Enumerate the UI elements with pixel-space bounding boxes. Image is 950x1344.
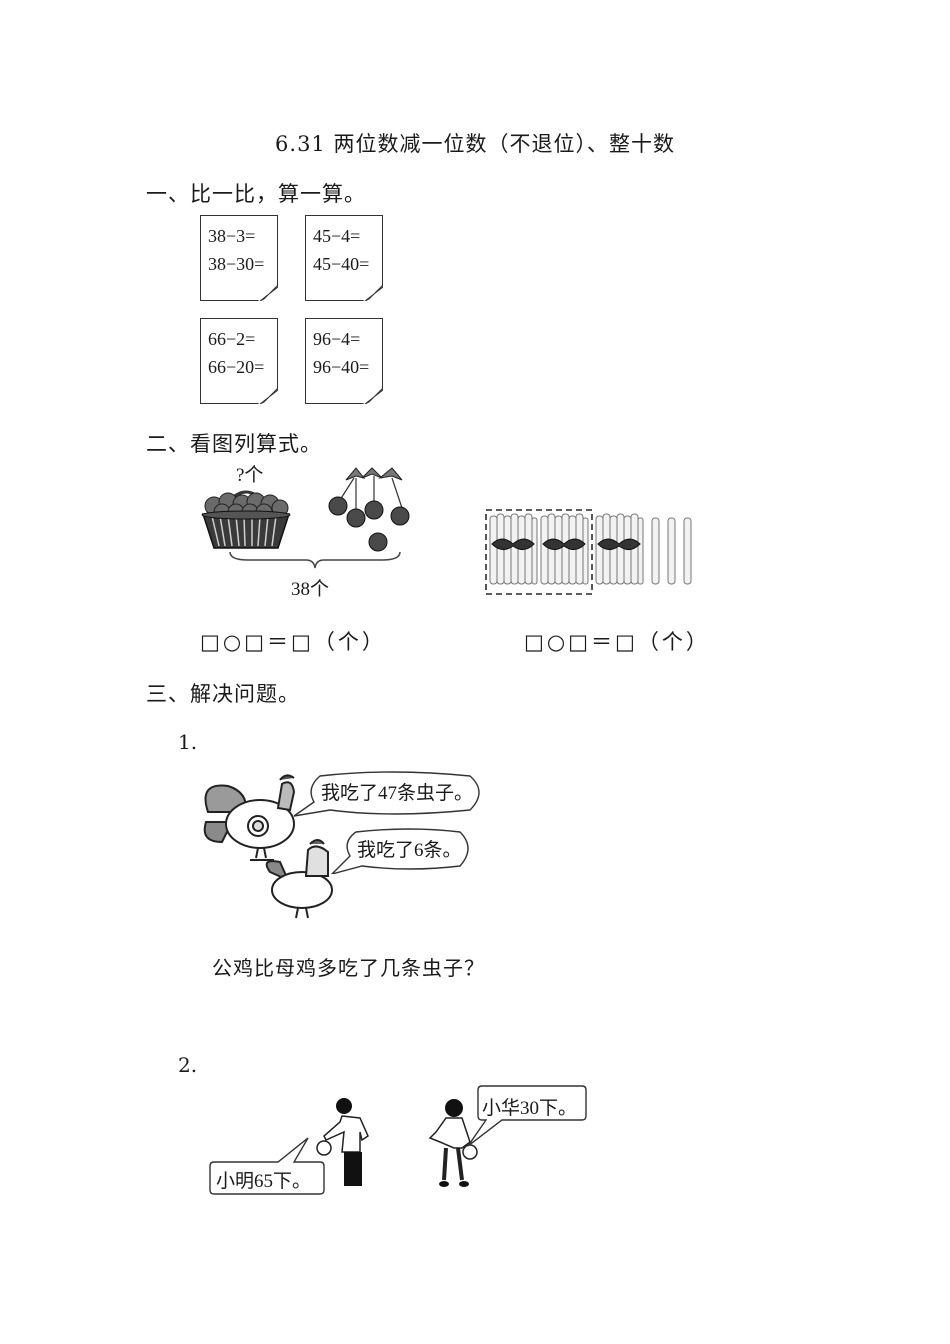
card-line: 96−4= bbox=[313, 329, 361, 349]
answer-formula-left[interactable]: □○□＝□（个） bbox=[200, 630, 386, 654]
hen-speech-text: 我吃了6条。 bbox=[357, 840, 462, 861]
equation-card-1: 38−3= 38−30= bbox=[200, 215, 278, 301]
rooster-and-hen-icon bbox=[203, 774, 333, 919]
answer-formula-right[interactable]: □○□＝□（个） bbox=[524, 630, 710, 654]
girl-speech-text: 小华30下。 bbox=[482, 1098, 578, 1119]
speech-bubble-rooster bbox=[293, 771, 480, 817]
card-line: 96−40= bbox=[313, 357, 370, 377]
problem-1-number: 1. bbox=[178, 730, 198, 754]
card-line: 45−40= bbox=[313, 254, 370, 274]
speech-bubble-hen bbox=[331, 828, 469, 874]
equation-card-2: 45−4= 45−40= bbox=[305, 215, 383, 301]
rooster-speech-text: 我吃了47条虫子。 bbox=[321, 783, 474, 804]
speech-bubble-girl bbox=[467, 1085, 587, 1147]
equation-card-4: 96−4= 96−40= bbox=[305, 318, 383, 404]
page-title: 6.31 两位数减一位数（不退位）、整十数 bbox=[275, 132, 675, 156]
card-line: 66−2= bbox=[208, 329, 256, 349]
total-count-label: 38个 bbox=[291, 579, 330, 600]
card-line: 45−4= bbox=[313, 226, 361, 246]
section2-heading: 二、看图列算式。 bbox=[146, 432, 322, 456]
page-curl-icon bbox=[258, 388, 278, 404]
loose-fruits-icon bbox=[328, 467, 410, 552]
boy-speech-text: 小明65下。 bbox=[216, 1171, 312, 1192]
boy-bouncing-ball-icon bbox=[316, 1098, 369, 1186]
equation-card-3: 66−2= 66−20= bbox=[200, 318, 278, 404]
unknown-count-label: ?个 bbox=[236, 465, 264, 486]
problem-2-number: 2. bbox=[178, 1053, 198, 1077]
page-curl-icon bbox=[363, 285, 383, 301]
page-curl-icon bbox=[258, 285, 278, 301]
speech-bubble-boy bbox=[209, 1137, 325, 1195]
fruit-basket-icon bbox=[201, 490, 291, 549]
card-line: 38−3= bbox=[208, 226, 256, 246]
page-curl-icon bbox=[363, 388, 383, 404]
problem-1-question: 公鸡比母鸡多吃了几条虫子？ bbox=[212, 956, 485, 980]
card-line: 38−30= bbox=[208, 254, 265, 274]
section1-heading: 一、比一比，算一算。 bbox=[146, 182, 366, 206]
section3-heading: 三、解决问题。 bbox=[146, 682, 300, 706]
total-brace-icon bbox=[229, 551, 401, 569]
counting-sticks-icon bbox=[485, 509, 692, 595]
card-line: 66−20= bbox=[208, 357, 265, 377]
